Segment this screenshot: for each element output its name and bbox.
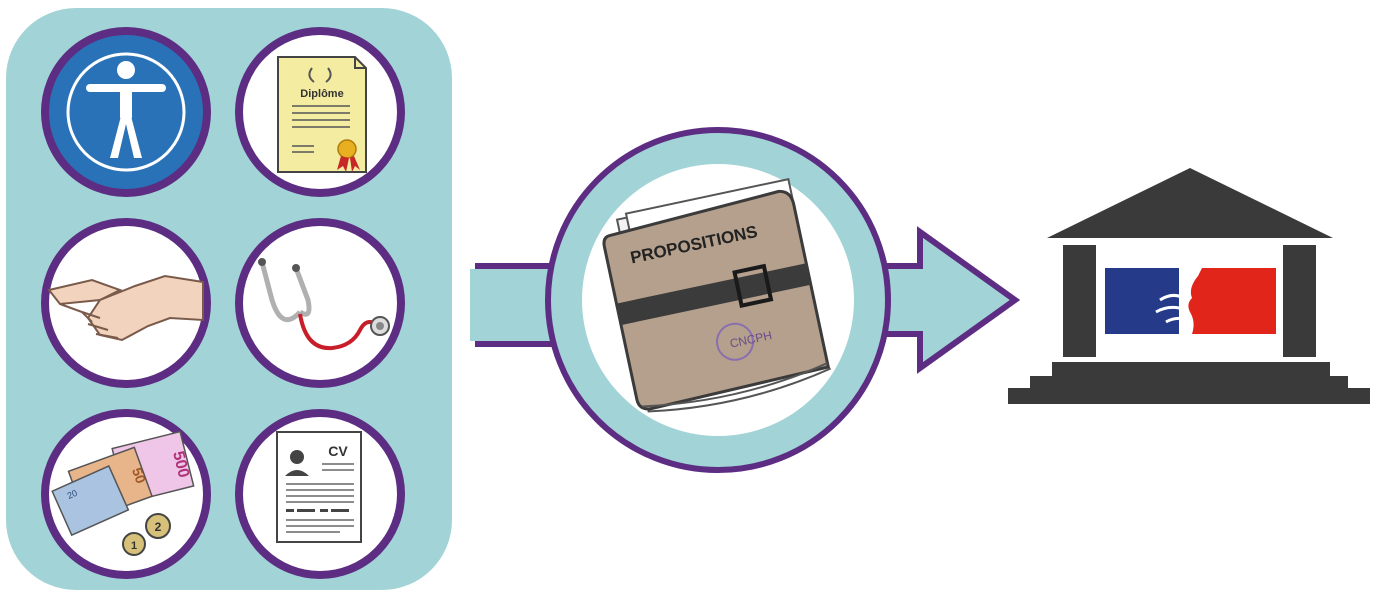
cv-avatar bbox=[290, 450, 304, 464]
cv-circle: CV bbox=[239, 413, 401, 575]
republic-flag-logo bbox=[1105, 268, 1276, 334]
diploma-title: Diplôme bbox=[300, 88, 343, 100]
accessibility-circle bbox=[45, 31, 207, 193]
coin-1-label: 1 bbox=[131, 540, 137, 552]
diploma-certificate-icon: Diplôme bbox=[278, 57, 366, 172]
stethoscope-circle bbox=[239, 222, 401, 384]
government-building-icon bbox=[1008, 168, 1370, 404]
money-circle: 500 50 20 2 1 bbox=[45, 413, 207, 575]
cv-resume-icon: CV bbox=[277, 432, 361, 542]
diploma-circle: Diplôme bbox=[239, 31, 401, 193]
diploma-seal bbox=[338, 140, 356, 158]
coin-2-label: 2 bbox=[155, 520, 162, 534]
cv-title: CV bbox=[328, 443, 348, 459]
handshake-circle bbox=[45, 222, 207, 384]
